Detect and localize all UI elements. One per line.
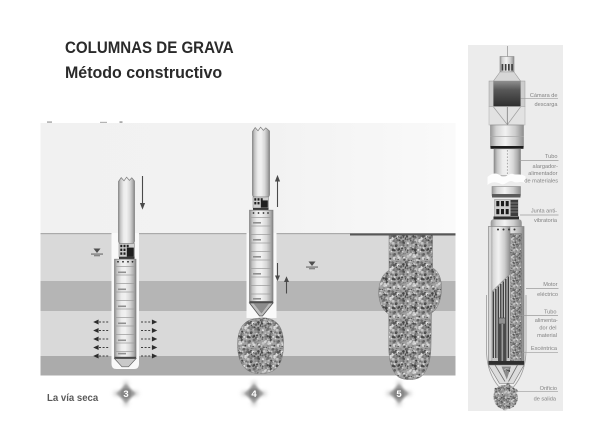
svg-text:material: material xyxy=(537,333,557,339)
svg-text:Junta anti-: Junta anti- xyxy=(531,208,557,214)
svg-text:vibratoria: vibratoria xyxy=(534,218,558,224)
svg-text:dor del: dor del xyxy=(539,326,556,332)
svg-text:de salida: de salida xyxy=(534,396,557,402)
svg-text:alimenta-: alimenta- xyxy=(535,318,558,324)
svg-text:eléctrico: eléctrico xyxy=(537,292,558,298)
svg-text:Motor: Motor xyxy=(543,282,557,288)
svg-text:Tubo: Tubo xyxy=(544,310,557,316)
svg-text:Cámara de: Cámara de xyxy=(530,93,558,99)
svg-text:descarga: descarga xyxy=(534,102,558,108)
svg-text:3: 3 xyxy=(123,389,128,400)
svg-text:Orificio: Orificio xyxy=(540,386,557,392)
svg-text:5: 5 xyxy=(396,389,402,400)
svg-text:alimentador: alimentador xyxy=(528,171,557,177)
svg-text:alargador-: alargador- xyxy=(533,164,559,170)
svg-text:Tubo: Tubo xyxy=(545,154,558,160)
svg-text:Excéntrica: Excéntrica xyxy=(531,346,558,352)
svg-text:de materiales: de materiales xyxy=(524,178,558,184)
svg-text:4: 4 xyxy=(251,389,257,400)
